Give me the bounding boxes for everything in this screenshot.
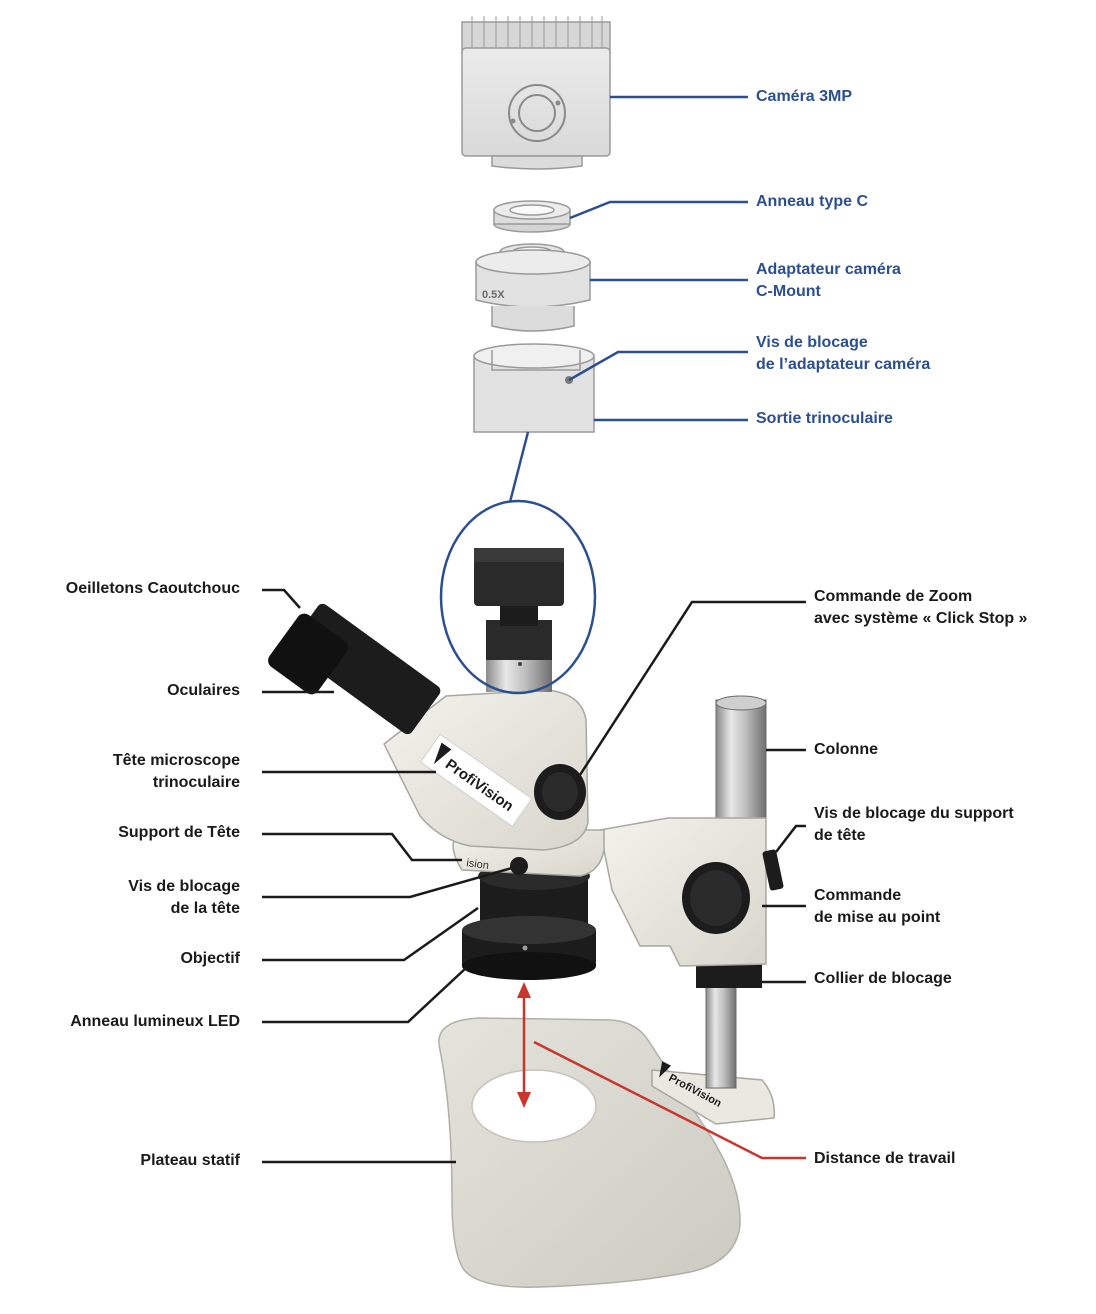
label-lock-collar: Collier de blocage bbox=[814, 970, 952, 987]
leader-support-screw bbox=[775, 824, 806, 853]
base-plate bbox=[438, 1017, 741, 1288]
leader-eyecups bbox=[262, 588, 301, 609]
label-eyepieces: Oculaires bbox=[167, 682, 240, 699]
camera-highlight-circle bbox=[439, 499, 597, 695]
label-base-plate: Plateau statif bbox=[140, 1152, 240, 1169]
label-column: Colonne bbox=[814, 741, 878, 758]
label-head-screw: Vis de blocage de la tête bbox=[128, 878, 240, 917]
label-support-screw: Vis de blocage du support de tête bbox=[814, 805, 1014, 844]
objective-led bbox=[462, 862, 596, 980]
c-ring bbox=[493, 200, 571, 233]
label-trinocular-out: Sortie trinoculaire bbox=[756, 410, 893, 427]
label-zoom: Commande de Zoom avec système « Click St… bbox=[814, 588, 1028, 627]
support-logo: ision bbox=[466, 857, 490, 872]
head-camera bbox=[474, 548, 564, 626]
eyepiece bbox=[268, 603, 441, 735]
label-camera: Caméra 3MP bbox=[756, 88, 853, 105]
label-objective: Objectif bbox=[180, 950, 240, 967]
connector-line bbox=[508, 431, 530, 503]
c-mount-adapter: 0.5X bbox=[475, 243, 591, 332]
leader-adapter-screw bbox=[568, 350, 748, 382]
camera-3mp bbox=[461, 16, 611, 170]
label-head-support: Support de Tête bbox=[118, 824, 240, 841]
adapter-marking: 0.5X bbox=[482, 289, 505, 301]
label-adapter: Adaptateur caméra C-Mount bbox=[756, 261, 901, 300]
label-led-ring: Anneau lumineux LED bbox=[70, 1013, 240, 1030]
leader-led bbox=[262, 967, 467, 1024]
label-head: Tête microscope trinoculaire bbox=[112, 752, 240, 791]
leader-zoom bbox=[576, 600, 806, 779]
label-eyecups: Oeilletons Caoutchouc bbox=[65, 580, 240, 597]
label-focus: Commande de mise au point bbox=[814, 887, 941, 926]
label-c-ring: Anneau type C bbox=[756, 193, 869, 210]
working-distance-arrow bbox=[517, 982, 531, 1108]
label-working-distance: Distance de travail bbox=[814, 1150, 956, 1167]
microscope-head bbox=[383, 620, 605, 877]
leader-c-ring bbox=[569, 200, 748, 220]
leader-objective bbox=[262, 906, 479, 962]
label-adapter-screw: Vis de blocage de l’adaptateur caméra bbox=[756, 334, 931, 373]
leader-head-screw bbox=[262, 866, 513, 899]
leader-working-distance bbox=[533, 1040, 806, 1160]
stand-column bbox=[599, 695, 784, 1125]
leader-head-support bbox=[262, 832, 462, 862]
trinocular-output bbox=[473, 343, 595, 433]
